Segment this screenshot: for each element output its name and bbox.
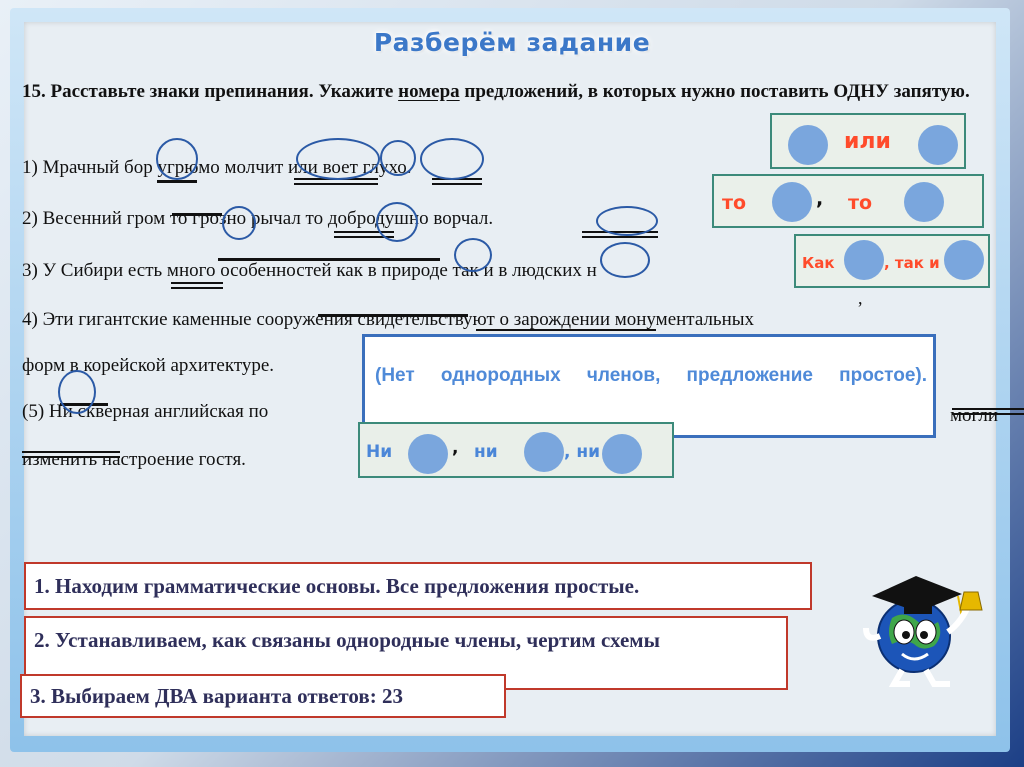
task-text-after: предложений, в которых нужно поставить О… bbox=[464, 81, 970, 102]
scheme-comma: , bbox=[452, 438, 459, 458]
homogeneous-member-circle bbox=[380, 140, 416, 176]
scheme-circle bbox=[524, 432, 564, 472]
scheme-circle bbox=[904, 182, 944, 222]
step-1-text: 1. Находим грамматические основы. Все пр… bbox=[34, 574, 640, 598]
scheme-to-label: то bbox=[722, 192, 747, 214]
predicate-underline bbox=[334, 231, 394, 238]
handwritten-comma: , bbox=[858, 288, 863, 308]
explanation-box: (Нет однородных членов, предложение прос… bbox=[362, 334, 936, 438]
globe-mascot-icon bbox=[863, 576, 983, 687]
step-1-box: 1. Находим грамматические основы. Все пр… bbox=[24, 562, 812, 610]
scheme-ili-label: или bbox=[844, 129, 891, 154]
homogeneous-member-circle bbox=[600, 242, 650, 278]
scheme-circle bbox=[918, 125, 958, 165]
scheme-ni-label-2: ни bbox=[474, 442, 498, 462]
homogeneous-member-circle bbox=[58, 370, 96, 414]
slide-title: Разберём задание bbox=[373, 28, 651, 57]
scheme-to-label-2: то bbox=[848, 192, 873, 214]
scheme-circle bbox=[944, 240, 984, 280]
predicate-underline bbox=[952, 408, 1024, 415]
homogeneous-member-circle bbox=[156, 138, 198, 180]
subject-underline bbox=[318, 314, 468, 317]
scheme-circle bbox=[772, 182, 812, 222]
sentence-5-tail: могли bbox=[950, 405, 999, 426]
scheme-kak-label: Как bbox=[802, 254, 835, 272]
task-statement: 15. Расставьте знаки препинания. Укажите… bbox=[22, 76, 1016, 108]
explanation-text: (Нет однородных членов, предложение прос… bbox=[375, 365, 927, 386]
task-text-before: Расставьте знаки препинания. Укажите bbox=[50, 81, 394, 102]
scheme-ni-label-3: , ни bbox=[564, 442, 601, 462]
sentence-5: (5) Ни скверная английская по bbox=[22, 401, 269, 422]
scheme-comma: , bbox=[816, 188, 824, 210]
scheme-circle bbox=[408, 434, 448, 474]
step-2-text: 2. Устанавливаем, как связаны однородные… bbox=[34, 628, 661, 652]
scheme-ili-box: или bbox=[770, 113, 966, 169]
sentence-2: 2) Весенний гром то грозно рычал то добр… bbox=[22, 208, 494, 229]
subject-underline bbox=[218, 258, 440, 261]
subject-underline bbox=[157, 180, 197, 183]
scheme-ni-label: Ни bbox=[366, 442, 393, 462]
scheme-circle bbox=[602, 434, 642, 474]
homogeneous-member-circle bbox=[454, 238, 492, 272]
scheme-kak-tak-box: Как , так и bbox=[794, 234, 990, 288]
sentence-5-continued: изменить настроение гостя. bbox=[22, 449, 246, 470]
predicate-underline bbox=[22, 451, 120, 458]
scheme-ni-box: Ни , ни , ни bbox=[358, 422, 674, 478]
homogeneous-member-circle bbox=[596, 206, 658, 236]
scheme-tak-label: , так и bbox=[884, 254, 940, 272]
scheme-to-to-box: то , то bbox=[712, 174, 984, 228]
task-underlined-word: номера bbox=[398, 81, 460, 102]
sentence-4: 4) Эти гигантские каменные сооружения св… bbox=[22, 309, 755, 330]
task-number: 15. bbox=[22, 81, 46, 102]
subject-underline bbox=[172, 213, 222, 216]
homogeneous-member-circle bbox=[420, 138, 484, 180]
scheme-circle bbox=[788, 125, 828, 165]
homogeneous-member-circle bbox=[296, 138, 380, 180]
step-3-text: 3. Выбираем ДВА варианта ответов: 23 bbox=[30, 684, 403, 708]
sentence-3: 3) У Сибири есть много особенностей как … bbox=[22, 260, 597, 281]
scheme-circle bbox=[844, 240, 884, 280]
predicate-underline bbox=[171, 282, 223, 289]
step-3-box: 3. Выбираем ДВА варианта ответов: 23 bbox=[20, 674, 506, 718]
sentence-4-continued: форм в корейской архитектуре. bbox=[22, 355, 275, 376]
homogeneous-member-circle bbox=[376, 202, 418, 242]
homogeneous-member-circle bbox=[222, 206, 256, 240]
